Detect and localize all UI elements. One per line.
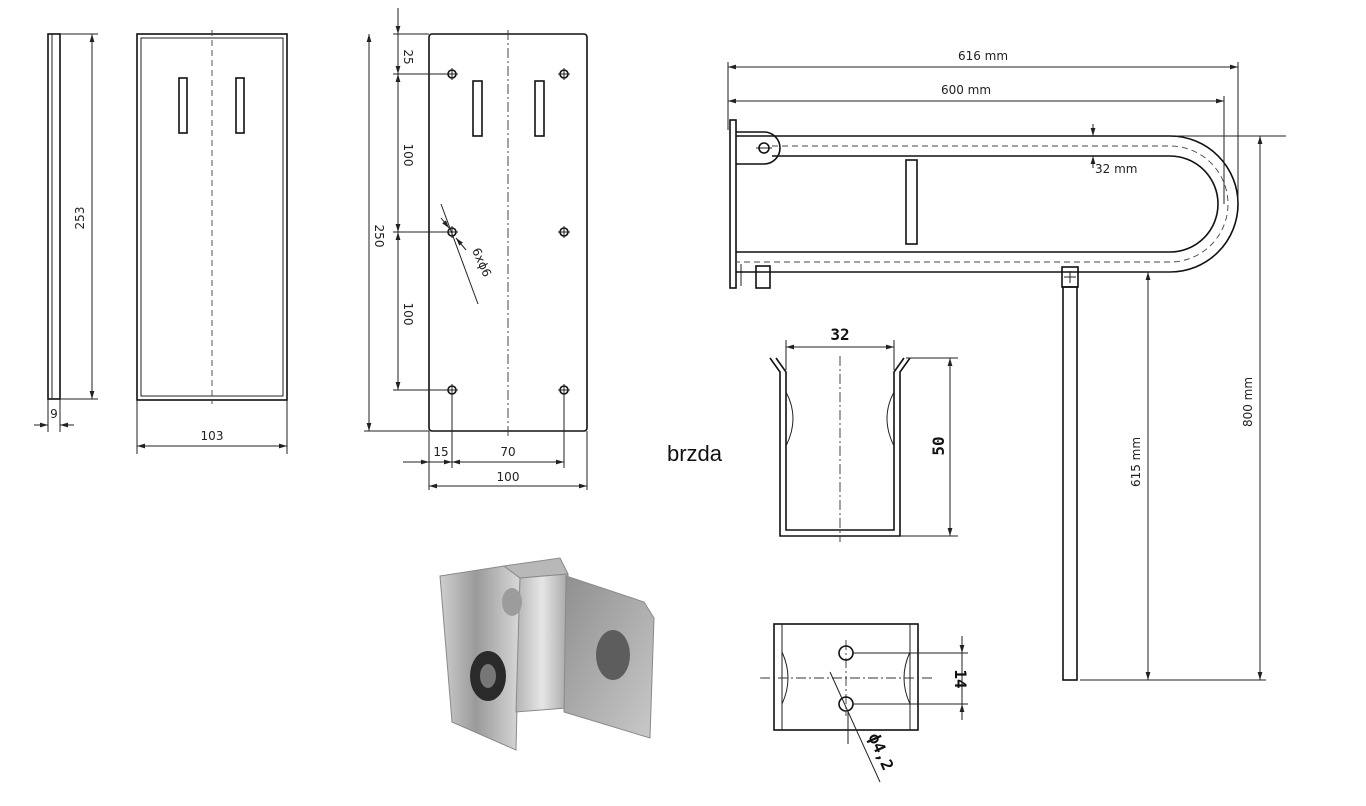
rail-mount-height-label: 800 mm: [1241, 377, 1255, 427]
front-width-label: 103: [201, 429, 224, 443]
rail-leg: [1062, 286, 1078, 681]
brake-top-spacing-label: 14: [951, 669, 970, 688]
plate-lower-spacing-label: 100: [401, 303, 415, 326]
plate-total-height-label: 250: [372, 225, 386, 248]
brake-photo-right-hole: [596, 630, 630, 680]
rail-strut: [905, 159, 918, 245]
brake-front-width-label: 32: [830, 325, 849, 344]
side-view: 253 9: [34, 33, 98, 432]
plate-upper-spacing-label: 100: [401, 144, 415, 167]
brake-photo: [439, 557, 655, 751]
brake-top-outline: [773, 623, 919, 731]
brake-photo-bolt-inner: [480, 664, 496, 688]
brake-front-height-label: 50: [929, 436, 948, 455]
brake-front-view: 32 50: [769, 325, 958, 542]
brake-photo-top-rivet: [502, 588, 522, 616]
plate-hole-span-label: 70: [500, 445, 515, 459]
rail-leg-height-label: 615 mm: [1129, 437, 1143, 487]
rail-length-label: 600 mm: [941, 83, 991, 97]
brake-front-bump-right: [886, 391, 895, 447]
plate-hole: [558, 68, 570, 80]
brake-top-hole-label: ϕ4,2: [865, 730, 898, 773]
rail-overall-length-label: 616 mm: [958, 49, 1008, 63]
plate-hole-leader-arrow-a: [440, 217, 450, 229]
brake-top-hole-leader: [829, 671, 881, 783]
side-view-outline: [47, 33, 61, 400]
plate-holes-label: 6xϕ6: [469, 246, 494, 279]
brake-top-view: 14 ϕ4,2: [760, 623, 970, 783]
side-height-label: 253: [73, 207, 87, 230]
plate-hole: [558, 384, 570, 396]
front-slot-right: [235, 77, 245, 134]
rail-hinge-knob: [755, 265, 771, 289]
plate-hole-leader-arrow-b: [455, 237, 467, 251]
rail-tube-label: 32 mm: [1095, 162, 1137, 176]
brake-front-inner: [775, 357, 905, 531]
rail-hinge-block: [736, 131, 781, 165]
plate-slot-right: [534, 80, 545, 137]
rail-wall-plate: [729, 119, 737, 289]
rail-u-bar-inner: [736, 155, 1219, 253]
brake-front-bump-left: [785, 391, 794, 447]
plate-total-width-label: 100: [497, 470, 520, 484]
brake-photo-back-face: [515, 573, 569, 713]
plate-slot-left: [472, 80, 483, 137]
plate-hole: [558, 226, 570, 238]
rail-u-bar-center: [736, 145, 1229, 263]
front-slot-left: [178, 77, 188, 134]
plate-view: 6xϕ6 25 100 100 250 15 70 100: [364, 8, 588, 490]
brake-label: brzda: [667, 441, 723, 466]
front-view: 103: [136, 30, 288, 454]
rail-view: 616 mm 600 mm 32 mm 615 mm 800 mm: [727, 49, 1286, 681]
plate-edge-offset-label: 15: [433, 445, 448, 459]
side-thickness-label: 9: [50, 407, 58, 421]
plate-top-offset-label: 25: [401, 49, 415, 64]
